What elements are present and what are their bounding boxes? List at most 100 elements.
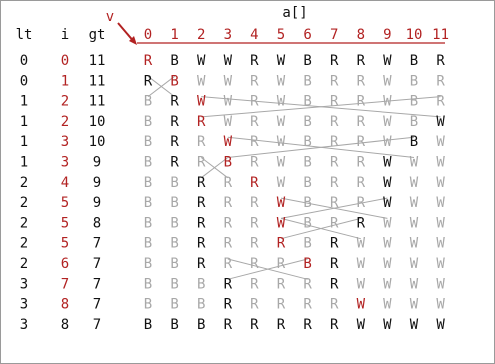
- array-cell: B: [303, 134, 311, 150]
- gt-value: 8: [93, 215, 101, 231]
- array-cell: R: [224, 297, 233, 313]
- column-header: gt: [89, 27, 106, 43]
- i-value: 3: [61, 134, 69, 150]
- array-cell: R: [330, 317, 339, 333]
- array-cell: R: [224, 317, 233, 333]
- array-cell: B: [303, 195, 311, 211]
- index-label: 2: [197, 27, 205, 43]
- index-label: 10: [406, 27, 423, 43]
- array-cell: R: [170, 155, 179, 171]
- i-value: 8: [61, 297, 69, 313]
- lt-value: 2: [20, 256, 28, 272]
- index-label: 0: [144, 27, 152, 43]
- array-cell: W: [383, 94, 392, 110]
- array-cell: R: [170, 134, 179, 150]
- array-cell: R: [357, 195, 366, 211]
- array-cell: R: [224, 236, 233, 252]
- array-cell: B: [144, 317, 152, 333]
- array-cell: B: [170, 53, 178, 69]
- array-cell: R: [197, 195, 206, 211]
- lt-value: 1: [20, 94, 28, 110]
- array-cell: R: [250, 53, 259, 69]
- array-cell: B: [144, 236, 152, 252]
- array-cell: R: [250, 236, 259, 252]
- array-cell: R: [197, 215, 206, 231]
- array-cell: B: [197, 317, 205, 333]
- array-cell: R: [330, 114, 339, 130]
- array-cell: R: [197, 155, 206, 171]
- array-cell: R: [197, 175, 206, 191]
- array-cell: R: [357, 94, 366, 110]
- array-cell: R: [250, 256, 259, 272]
- array-cell: B: [410, 134, 418, 150]
- array-cell: R: [197, 256, 206, 272]
- array-cell: B: [144, 215, 152, 231]
- array-cell: W: [436, 134, 445, 150]
- array-cell: B: [170, 317, 178, 333]
- array-cell: W: [383, 317, 392, 333]
- array-cell: W: [277, 175, 286, 191]
- gt-value: 7: [93, 297, 101, 313]
- i-value: 5: [61, 236, 69, 252]
- array-cell: W: [383, 155, 392, 171]
- array-cell: R: [250, 155, 259, 171]
- array-cell: W: [436, 155, 445, 171]
- index-label: 9: [383, 27, 391, 43]
- array-cell: B: [144, 175, 152, 191]
- array-cell: R: [144, 73, 153, 89]
- array-cell: B: [303, 53, 311, 69]
- gt-value: 7: [93, 236, 101, 252]
- lt-value: 1: [20, 114, 28, 130]
- i-value: 1: [61, 73, 69, 89]
- index-label: 6: [303, 27, 311, 43]
- index-label: 5: [277, 27, 285, 43]
- array-cell: W: [410, 215, 419, 231]
- array-cell: B: [144, 134, 152, 150]
- array-cell: W: [436, 215, 445, 231]
- gt-value: 11: [89, 94, 106, 110]
- array-cell: R: [277, 297, 286, 313]
- swap-line: [280, 197, 388, 219]
- array-cell: R: [250, 215, 259, 231]
- array-cell: W: [383, 175, 392, 191]
- gt-value: 10: [89, 134, 106, 150]
- array-cell: B: [170, 276, 178, 292]
- array-cell: R: [330, 297, 339, 313]
- index-label: 1: [170, 27, 178, 43]
- array-cell: W: [383, 114, 392, 130]
- array-cell: R: [330, 73, 339, 89]
- array-cell: W: [357, 236, 366, 252]
- array-cell: W: [410, 317, 419, 333]
- array-cell: R: [330, 195, 339, 211]
- array-cell: R: [303, 317, 312, 333]
- lt-value: 3: [20, 297, 28, 313]
- column-header: lt: [16, 27, 33, 43]
- array-cell: B: [144, 94, 152, 110]
- array-cell: B: [170, 256, 178, 272]
- array-cell: B: [144, 297, 152, 313]
- array-cell: W: [410, 236, 419, 252]
- array-cell: W: [383, 236, 392, 252]
- array-cell: W: [383, 195, 392, 211]
- lt-value: 0: [20, 53, 28, 69]
- array-cell: R: [224, 175, 233, 191]
- array-cell: B: [410, 73, 418, 89]
- array-cell: B: [303, 215, 311, 231]
- array-cell: W: [277, 134, 286, 150]
- array-cell: W: [383, 53, 392, 69]
- array-cell: R: [250, 297, 259, 313]
- array-cell: W: [277, 114, 286, 130]
- gt-value: 9: [93, 155, 101, 171]
- lt-value: 0: [20, 73, 28, 89]
- array-cell: W: [436, 114, 445, 130]
- gt-value: 11: [89, 73, 106, 89]
- array-cell: R: [436, 94, 445, 110]
